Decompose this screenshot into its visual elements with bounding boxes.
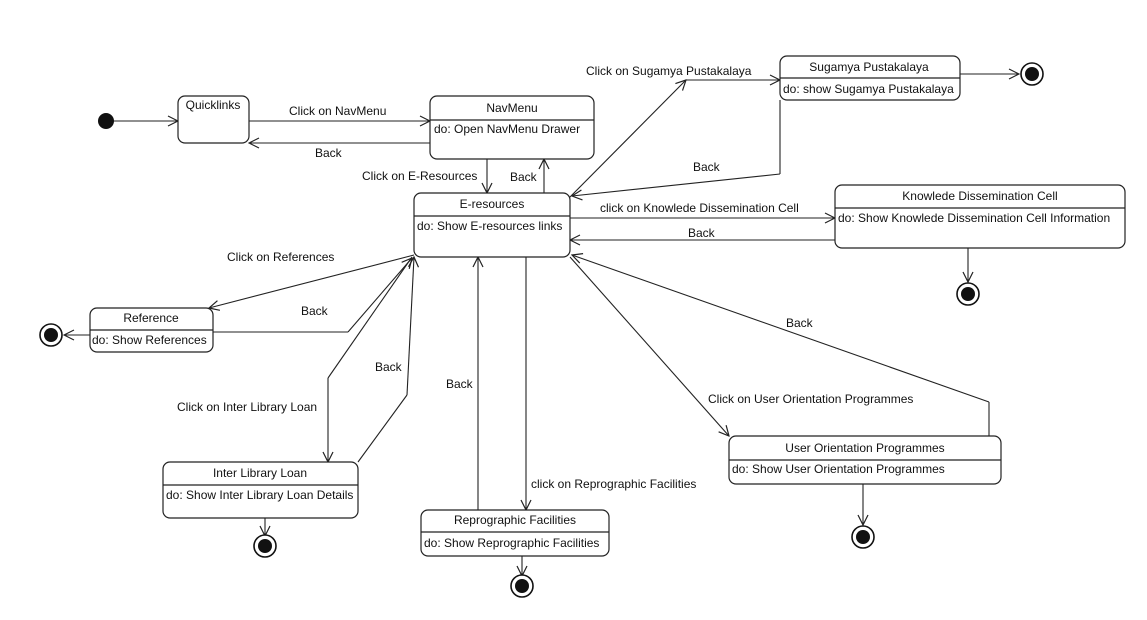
final-node-repro bbox=[510, 574, 534, 598]
state-quicklinks-title: Quicklinks bbox=[186, 98, 241, 112]
final-node-reference bbox=[39, 323, 63, 347]
label-quick-to-nav: Click on NavMenu bbox=[289, 104, 386, 118]
transition-sugamya-to-eres-2 bbox=[572, 173, 781, 196]
label-eres-to-orientation: Click on User Orientation Programmes bbox=[708, 392, 913, 406]
transition-eres-to-orientation bbox=[569, 256, 729, 436]
transition-eres-to-ill bbox=[327, 256, 413, 379]
state-reference: Reference do: Show References bbox=[89, 307, 214, 353]
label-nav-to-quick: Back bbox=[315, 146, 343, 160]
state-ill-title: Inter Library Loan bbox=[213, 466, 307, 480]
label-eres-to-reference: Click on References bbox=[227, 250, 334, 264]
transition-reference-to-eres-2 bbox=[347, 258, 412, 333]
transition-orientation-to-eres-2 bbox=[572, 255, 990, 403]
state-eresources-action: do: Show E-resources links bbox=[417, 219, 562, 233]
label-orientation-to-eres: Back bbox=[786, 316, 814, 330]
final-node-orientation bbox=[851, 525, 875, 549]
state-navmenu-title: NavMenu bbox=[486, 101, 537, 115]
label-knowledge-to-eres: Back bbox=[688, 226, 716, 240]
state-navmenu: NavMenu do: Open NavMenu Drawer bbox=[429, 95, 595, 160]
label-repro-to-eres: Back bbox=[446, 377, 474, 391]
state-repro-title: Reprographic Facilities bbox=[454, 513, 576, 527]
label-ill-to-eres: Back bbox=[375, 360, 403, 374]
state-orientation: User Orientation Programmes do: Show Use… bbox=[728, 435, 1002, 485]
state-reference-title: Reference bbox=[123, 311, 179, 325]
transitions bbox=[64, 74, 1019, 576]
state-repro-action: do: Show Reprographic Facilities bbox=[424, 536, 599, 550]
transition-ill-to-eres bbox=[357, 394, 408, 463]
label-eres-to-ill: Click on Inter Library Loan bbox=[177, 400, 317, 414]
state-knowledge: Knowlede Dissemination Cell do: Show Kno… bbox=[834, 184, 1126, 249]
state-orientation-action: do: Show User Orientation Programmes bbox=[732, 462, 945, 476]
state-sugamya: Sugamya Pustakalaya do: show Sugamya Pus… bbox=[779, 55, 961, 101]
label-eres-to-repro: click on Reprographic Facilities bbox=[531, 477, 696, 491]
final-node-ill bbox=[253, 534, 277, 558]
state-navmenu-action: do: Open NavMenu Drawer bbox=[434, 122, 580, 136]
state-reprographic: Reprographic Facilities do: Show Reprogr… bbox=[420, 509, 610, 557]
state-eresources: E-resources do: Show E-resources links bbox=[413, 192, 571, 258]
label-eres-to-sugamya: Click on Sugamya Pustakalaya bbox=[586, 64, 752, 78]
state-eresources-title: E-resources bbox=[460, 197, 525, 211]
transition-eres-to-sugamya bbox=[567, 80, 686, 200]
transition-labels: Click on NavMenu Back Click on E-Resourc… bbox=[177, 64, 913, 491]
state-sugamya-title: Sugamya Pustakalaya bbox=[809, 60, 929, 74]
label-eres-to-nav: Back bbox=[510, 170, 538, 184]
transition-ill-to-eres-2 bbox=[406, 257, 414, 396]
final-node-knowledge bbox=[956, 282, 980, 306]
state-ill-action: do: Show Inter Library Loan Details bbox=[166, 488, 353, 502]
state-reference-action: do: Show References bbox=[92, 333, 207, 347]
label-reference-to-eres: Back bbox=[301, 304, 329, 318]
state-orientation-title: User Orientation Programmes bbox=[785, 441, 944, 455]
state-inter-library-loan: Inter Library Loan do: Show Inter Librar… bbox=[162, 461, 359, 519]
label-nav-to-eres: Click on E-Resources bbox=[362, 169, 477, 183]
state-quicklinks: Quicklinks bbox=[177, 95, 250, 144]
transition-eres-to-reference bbox=[209, 254, 415, 308]
state-knowledge-action: do: Show Knowlede Dissemination Cell Inf… bbox=[838, 211, 1110, 225]
state-sugamya-action: do: show Sugamya Pustakalaya bbox=[783, 82, 954, 96]
label-sugamya-to-eres: Back bbox=[693, 160, 721, 174]
state-knowledge-title: Knowlede Dissemination Cell bbox=[902, 189, 1057, 203]
final-node-sugamya bbox=[1020, 62, 1044, 86]
label-eres-to-knowledge: click on Knowlede Dissemination Cell bbox=[600, 201, 799, 215]
initial-node bbox=[98, 113, 114, 129]
